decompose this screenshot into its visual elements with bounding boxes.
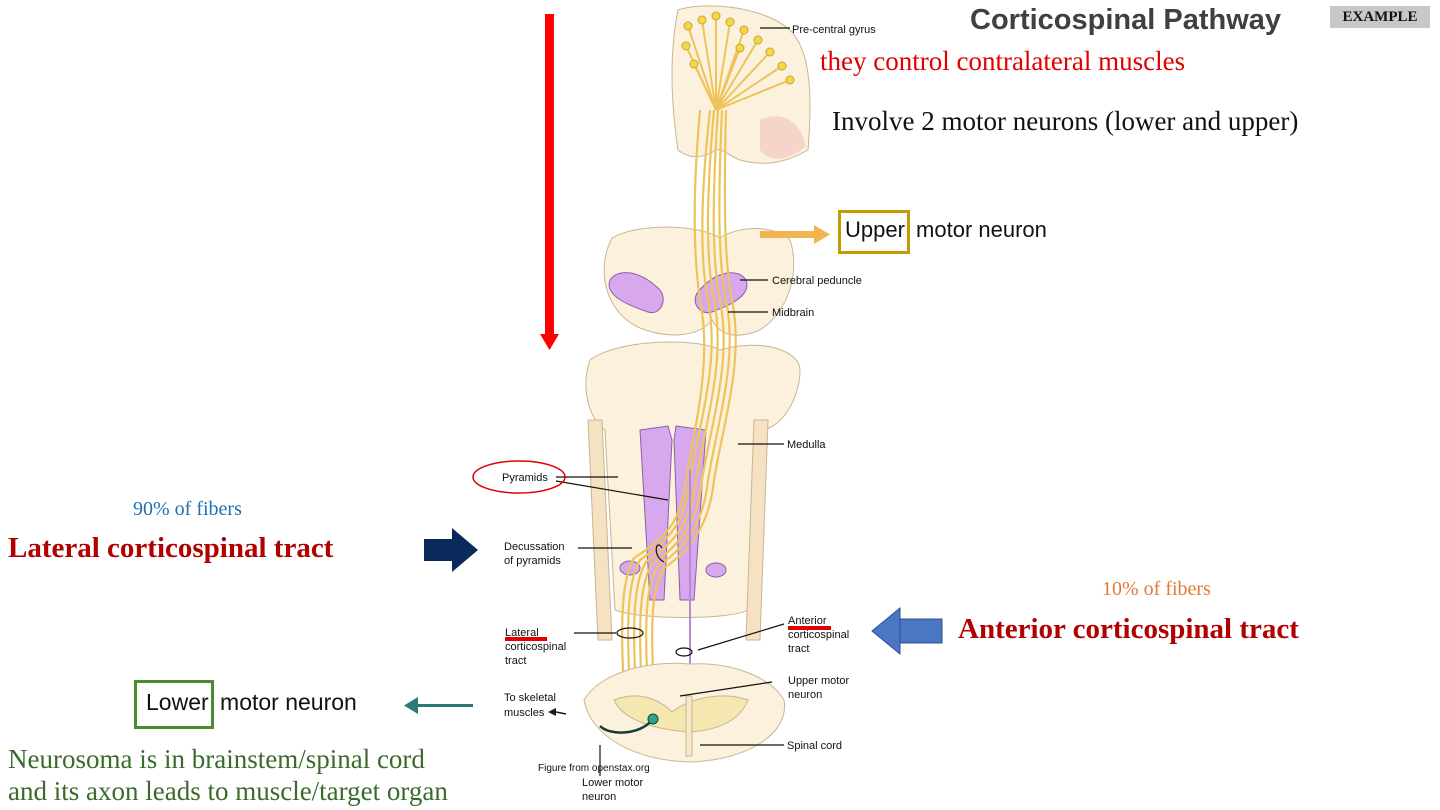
- upper-neuron-fan: [685, 16, 791, 111]
- spinal-cord-section: [583, 662, 786, 763]
- label-lateral-3: tract: [505, 655, 526, 667]
- down-arrow-icon: [540, 14, 559, 350]
- figure-source: Figure from openstax.org: [538, 763, 650, 774]
- label-anterior-1: Anterior: [788, 615, 827, 627]
- label-midbrain: Midbrain: [772, 307, 814, 319]
- upper-highlight-box: Upper: [838, 210, 910, 254]
- upper-motor-neuron-caption: Upper motor neuron: [838, 210, 1047, 254]
- label-lateral-2: corticospinal: [505, 641, 566, 653]
- left-arrow-icon: [871, 606, 943, 656]
- label-spinal-cord: Spinal cord: [787, 740, 842, 752]
- lower-highlight-box: Lower: [134, 680, 214, 729]
- label-skeletal-1: To skeletal: [504, 692, 556, 704]
- neurosoma-line-2: and its axon leads to muscle/target orga…: [8, 776, 448, 806]
- label-pyramids: Pyramids: [502, 472, 548, 484]
- pyramids-highlight-oval: [472, 460, 566, 494]
- lower-rest-text: motor neuron: [213, 689, 357, 715]
- label-anterior-3: tract: [788, 643, 809, 655]
- lower-arrow-icon: [404, 697, 473, 714]
- label-decussation-2: of pyramids: [504, 555, 561, 567]
- two-neurons-note: Involve 2 motor neurons (lower and upper…: [832, 106, 1299, 136]
- page-title: Corticospinal Pathway: [970, 4, 1282, 36]
- label-upper-motor-2: neuron: [788, 689, 822, 701]
- leader-lines: [555, 27, 790, 776]
- lateral-tract-note: Lateral corticospinal tract: [8, 532, 334, 564]
- label-cerebral-peduncle: Cerebral peduncle: [772, 275, 862, 287]
- label-lower-motor-1: Lower motor: [582, 777, 643, 789]
- label-anterior-2: corticospinal: [788, 629, 849, 641]
- label-medulla: Medulla: [787, 439, 826, 451]
- upper-rest-text: motor neuron: [909, 217, 1047, 242]
- neuron-soma-dots: [681, 11, 795, 85]
- anterior-percent-note: 10% of fibers: [1102, 578, 1211, 600]
- label-decussation-1: Decussation: [504, 541, 565, 553]
- neurosoma-line-1: Neurosoma is in brainstem/spinal cord: [8, 744, 425, 774]
- label-lateral-1: Lateral: [505, 627, 539, 639]
- label-precentral: Pre-central gyrus: [792, 24, 876, 36]
- label-skeletal-2: muscles: [504, 707, 545, 719]
- label-upper-motor-1: Upper motor: [788, 675, 849, 687]
- contralateral-note: they control contralateral muscles: [820, 46, 1186, 76]
- fiber-bundle: [621, 109, 737, 691]
- example-badge: EXAMPLE: [1330, 6, 1430, 28]
- midbrain-section: [603, 226, 795, 336]
- lateral-underline: [505, 637, 547, 641]
- label-lower-motor-2: neuron: [582, 791, 616, 803]
- anterior-tract-note: Anterior corticospinal tract: [958, 613, 1299, 645]
- right-arrow-icon: [760, 225, 830, 244]
- neuron-icon: [548, 708, 659, 734]
- anterior-underline: [788, 626, 831, 630]
- lateral-percent-note: 90% of fibers: [133, 498, 242, 520]
- lateral-arrow-icon: [424, 528, 478, 572]
- lower-motor-neuron-caption: Lower motor neuron: [134, 680, 357, 730]
